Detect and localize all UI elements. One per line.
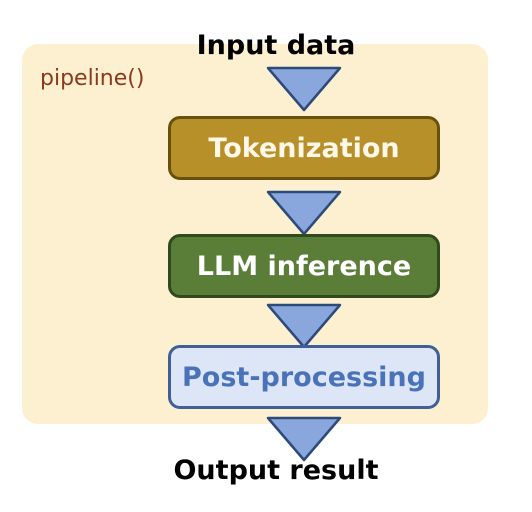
arrow-down-icon	[266, 416, 342, 462]
arrow-down-icon	[266, 190, 342, 236]
output-label: Output result	[173, 455, 379, 486]
arrow-down-icon	[266, 303, 342, 349]
stage-tokenization: Tokenization	[168, 116, 440, 180]
arrow-down-icon	[266, 66, 342, 112]
stage-post-processing: Post-processing	[168, 345, 440, 409]
stage-llm-inference: LLM inference	[168, 234, 440, 298]
panel-label: pipeline()	[40, 66, 145, 91]
input-label: Input data	[196, 30, 356, 61]
